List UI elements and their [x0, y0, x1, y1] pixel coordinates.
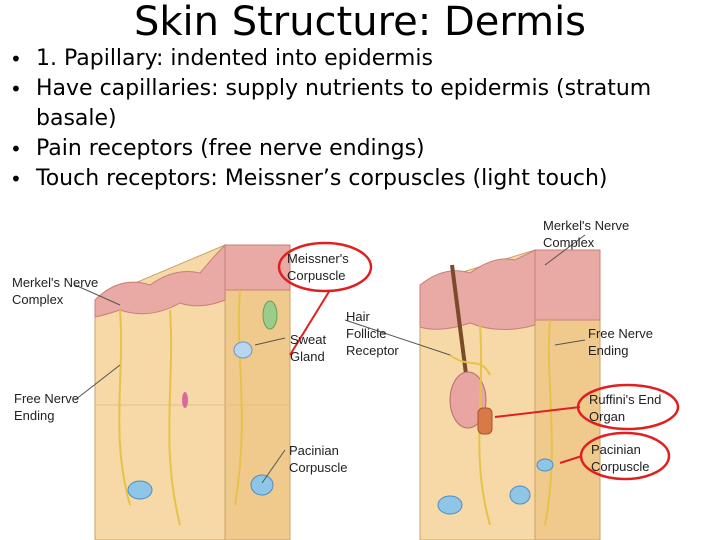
bullet-text: Have capillaries: supply nutrients to ep… — [36, 76, 652, 131]
bullet-item: • Touch receptors: Meissner’s corpuscles … — [6, 164, 686, 194]
label-merkel-left: Merkel's Nerve Complex — [12, 275, 99, 307]
highlight-markers — [277, 241, 680, 481]
label-meissner: Meissner's Corpuscle — [287, 251, 349, 283]
bullet-marker: • — [10, 77, 22, 101]
skin-receptor-diagram: Merkel's Nerve Complex Free Nerve Ending… — [0, 205, 690, 540]
bullet-text: 1. Papillary: indented into epidermis — [36, 46, 433, 71]
leader-lines — [74, 234, 586, 484]
label-sweat-gland: Sweat Gland — [290, 332, 327, 364]
bullet-text: Pain receptors (free nerve endings) — [36, 136, 425, 161]
slide-title: Skin Structure: Dermis — [133, 0, 587, 45]
bullet-marker: • — [10, 137, 22, 161]
bullet-item: • Have capillaries: supply nutrients to e… — [6, 74, 686, 134]
label-pacinian-right: Pacinian Corpuscle — [591, 442, 650, 474]
diagram-illustration — [74, 234, 680, 540]
right-skin-block — [419, 249, 601, 540]
label-ruffini: Ruffini's End Organ — [589, 392, 662, 424]
bullet-item: • Pain receptors (free nerve endings) — [6, 134, 686, 164]
label-hair-follicle: Hair Follicle Receptor — [346, 309, 399, 358]
label-merkel-right: Merkel's Nerve Complex — [543, 218, 630, 250]
bullet-text: Touch receptors: Meissner’s corpuscles (… — [36, 166, 608, 191]
label-free-nerve-left: Free Nerve Ending — [14, 391, 80, 423]
bullet-list: • 1. Papillary: indented into epidermis •… — [6, 44, 686, 194]
label-free-nerve-right: Free Nerve Ending — [588, 326, 654, 358]
bullet-item: • 1. Papillary: indented into epidermis — [6, 44, 686, 74]
left-skin-block — [94, 243, 291, 540]
bullet-marker: • — [10, 167, 22, 191]
bullet-marker: • — [10, 47, 22, 71]
label-pacinian-center: Pacinian Corpuscle — [289, 443, 348, 475]
